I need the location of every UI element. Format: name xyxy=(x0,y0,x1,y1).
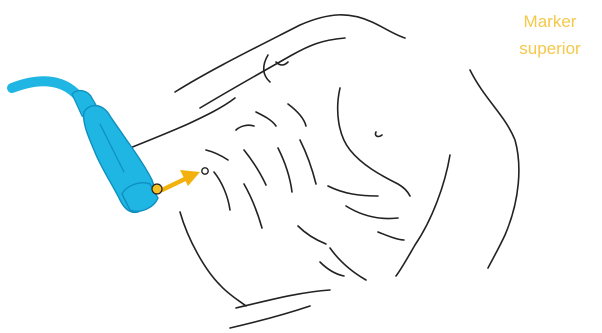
rib-8 xyxy=(214,172,230,210)
probe-orientation-marker xyxy=(152,184,162,194)
rib-9 xyxy=(244,184,262,228)
rib-12 xyxy=(298,226,326,244)
lower-back-line xyxy=(236,290,330,308)
hip-line xyxy=(330,248,366,280)
right-flank-line xyxy=(396,155,450,276)
marker-annotation-line1: Marker xyxy=(502,8,598,35)
right-shoulder-line xyxy=(470,70,519,268)
rib-5 xyxy=(244,150,266,185)
belly-line xyxy=(320,262,344,276)
rib-10 xyxy=(328,186,378,196)
rib-7 xyxy=(300,140,316,184)
probe-cable xyxy=(12,81,78,96)
lower-flank-line xyxy=(180,212,246,306)
nipple xyxy=(375,132,382,136)
armpit-line xyxy=(130,98,235,148)
rib-1 xyxy=(236,125,254,130)
arrow-right-icon xyxy=(162,170,200,190)
ultrasound-probe-icon xyxy=(12,81,162,212)
rib-11 xyxy=(346,206,398,219)
rib-3 xyxy=(288,104,306,126)
waist-line xyxy=(230,306,310,328)
right-chest-line xyxy=(338,88,410,196)
neck-line xyxy=(175,15,405,92)
rib-6 xyxy=(278,148,292,192)
rib-4 xyxy=(206,150,228,160)
upper-chest-line xyxy=(200,38,345,108)
marker-annotation-line2: superior xyxy=(502,35,598,62)
rib-2 xyxy=(256,112,276,126)
marker-annotation: Marker superior xyxy=(502,8,598,62)
rib-13 xyxy=(378,232,404,240)
target-point-icon xyxy=(202,168,208,174)
